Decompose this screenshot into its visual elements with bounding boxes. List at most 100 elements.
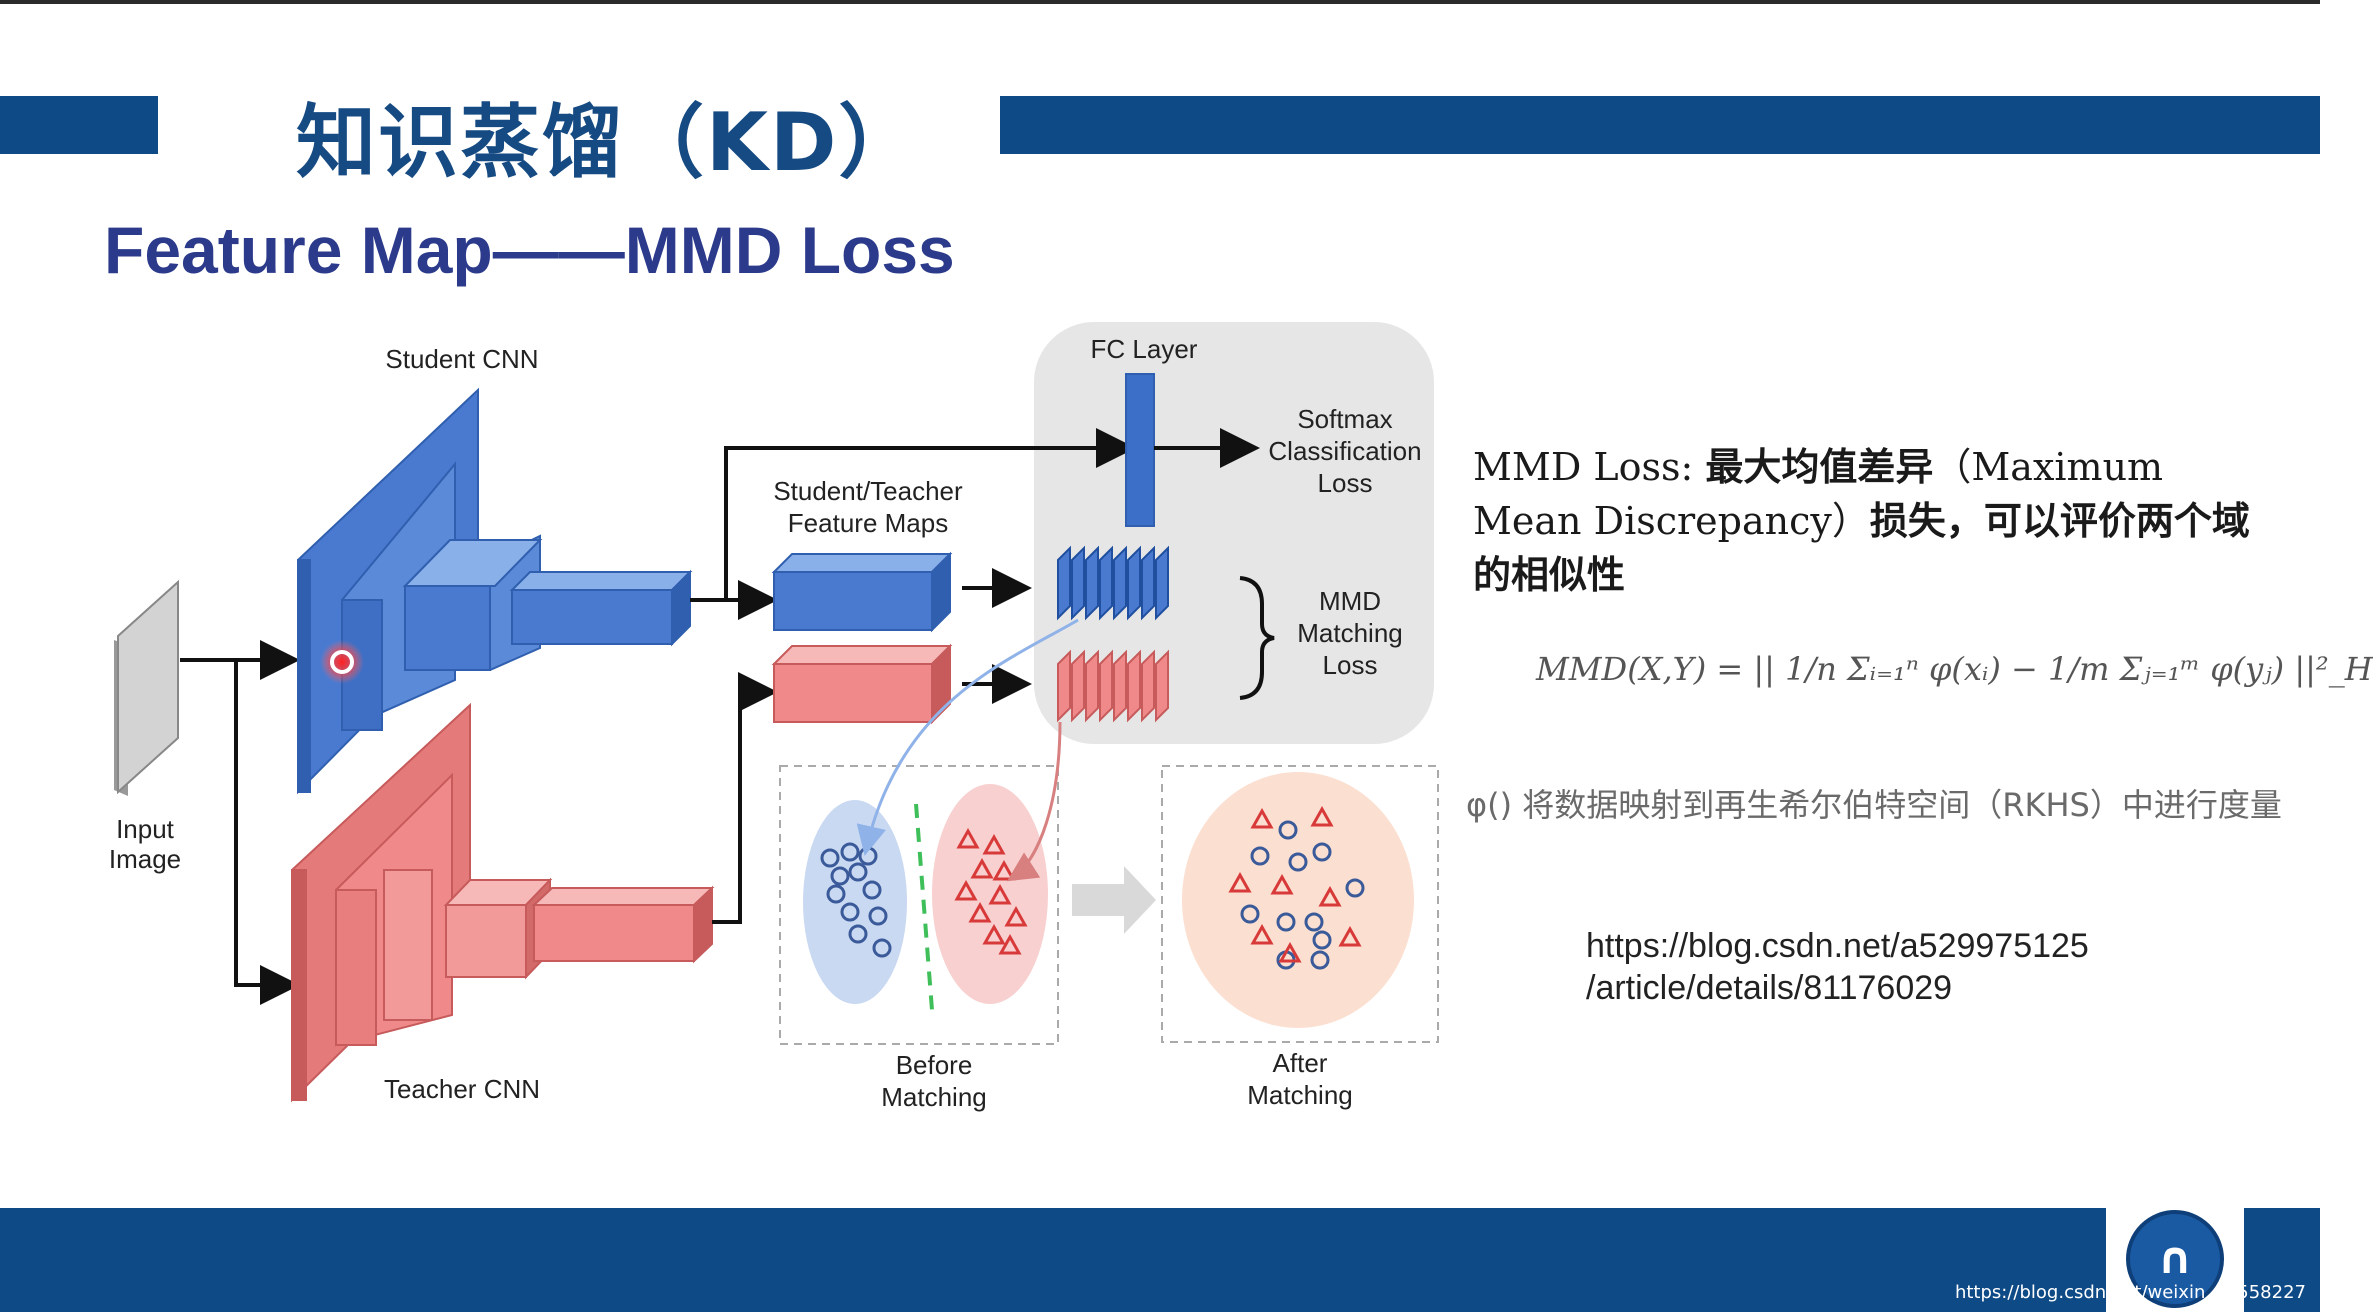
mmd-explanation: MMD Loss: 最大均值差异（Maximum Mean Discrepanc… bbox=[1473, 440, 2253, 602]
student-slice bbox=[1127, 545, 1141, 621]
matched-sample-circle bbox=[1276, 912, 1296, 932]
student-feature-slices bbox=[1057, 545, 1169, 621]
student-sample-circle bbox=[868, 906, 888, 926]
matched-sample-triangle bbox=[1318, 885, 1342, 907]
mmd-cn-2: 损失，可以评价两个域的相似性 bbox=[1473, 499, 2250, 597]
student-sample-circle bbox=[848, 862, 868, 882]
after-triangles bbox=[1228, 805, 1362, 963]
teacher-to-cluster-arrow bbox=[1006, 721, 1062, 882]
matched-sample-triangle bbox=[1270, 873, 1294, 895]
teacher-slice bbox=[1127, 649, 1141, 723]
matched-sample-triangle bbox=[1278, 941, 1302, 963]
student-slice bbox=[1085, 545, 1099, 621]
student-slice bbox=[1099, 545, 1113, 621]
teacher-slice bbox=[1155, 649, 1169, 723]
mmd-formula: MMD(X,Y) = || 1/n Σᵢ₌₁ⁿ φ(xᵢ) − 1/m Σⱼ₌₁… bbox=[1536, 650, 2373, 688]
network-output-arrows bbox=[690, 428, 1136, 924]
teacher-slice bbox=[1141, 649, 1155, 723]
watermark: https://blog.csdn.net/weixin_39558227 bbox=[1954, 1282, 2306, 1303]
mmd-cn-1: 最大均值差异 bbox=[1705, 445, 1934, 489]
kd-mmd-diagram: Input Image Student CNN Teacher CNN bbox=[109, 322, 1439, 1112]
title-band-left bbox=[0, 96, 158, 154]
student-sample-circle bbox=[820, 848, 840, 868]
matching-transition-arrow bbox=[1072, 866, 1156, 934]
after-matching-label-1: After bbox=[1273, 1048, 1328, 1078]
top-border-line bbox=[0, 0, 2320, 4]
student-slice bbox=[1071, 545, 1085, 621]
teacher-feature-slices bbox=[1057, 649, 1169, 723]
reference-url: https://blog.csdn.net/a529975125 /articl… bbox=[1586, 925, 2089, 1009]
reference-url-line-1: https://blog.csdn.net/a529975125 bbox=[1586, 927, 2089, 965]
matched-sample-circle bbox=[1310, 950, 1330, 970]
teacher-sample-triangle bbox=[982, 833, 1006, 855]
slide-subtitle: Feature Map——MMD Loss bbox=[104, 213, 955, 287]
student-sample-circle bbox=[826, 884, 846, 904]
input-arrows bbox=[180, 640, 300, 1005]
softmax-label-1: Softmax bbox=[1297, 404, 1392, 434]
mmd-loss-label-3: Loss bbox=[1323, 650, 1378, 680]
input-image-label-1: Input bbox=[116, 814, 175, 844]
before-student-cluster bbox=[803, 800, 907, 1004]
matched-sample-triangle bbox=[1338, 925, 1362, 947]
student-slice bbox=[1141, 545, 1155, 621]
feature-maps-label-2: Feature Maps bbox=[788, 508, 948, 538]
logo-glyph-icon: ∩ bbox=[2157, 1233, 2193, 1284]
matched-sample-triangle bbox=[1250, 807, 1274, 829]
teacher-cnn bbox=[291, 702, 715, 1103]
mmd-en: （Maximum Mean Discrepancy） bbox=[1473, 445, 2164, 543]
student-cnn bbox=[297, 387, 693, 795]
teacher-slice bbox=[1071, 649, 1085, 723]
phi-description: φ() 将数据映射到再生希尔伯特空间（RKHS）中进行度量 bbox=[1466, 786, 2282, 824]
student-sample-circle bbox=[848, 924, 868, 944]
before-matching-box bbox=[779, 765, 1059, 1045]
separator-line bbox=[914, 803, 934, 1011]
student-highlight-dot bbox=[330, 650, 354, 674]
feature-maps-label-1: Student/Teacher bbox=[773, 476, 963, 506]
matched-sample-circle bbox=[1288, 852, 1308, 872]
teacher-feature-map bbox=[771, 643, 953, 725]
teacher-sample-triangle bbox=[956, 827, 980, 849]
matched-sample-circle bbox=[1312, 842, 1332, 862]
mmd-loss-label-1: MMD bbox=[1319, 586, 1381, 616]
mmd-brace bbox=[1239, 576, 1275, 700]
title-band-right bbox=[1000, 96, 2320, 154]
teacher-sample-triangle bbox=[998, 933, 1022, 955]
reference-url-line-2: /article/details/81176029 bbox=[1586, 969, 1953, 1007]
mmd-prefix: MMD Loss: bbox=[1473, 445, 1706, 489]
student-slice bbox=[1057, 545, 1071, 621]
teacher-slice bbox=[1113, 649, 1127, 723]
university-logo: ∩ bbox=[2126, 1210, 2224, 1308]
teacher-sample-triangle bbox=[982, 923, 1006, 945]
before-matching-label-1: Before bbox=[896, 1050, 973, 1080]
input-image-label-2: Image bbox=[109, 844, 181, 874]
teacher-sample-triangle bbox=[968, 901, 992, 923]
matched-sample-circle bbox=[1304, 912, 1324, 932]
after-merged-cluster bbox=[1182, 772, 1414, 1028]
student-slice bbox=[1113, 545, 1127, 621]
footer-band bbox=[0, 1208, 2320, 1312]
teacher-sample-triangle bbox=[988, 883, 1012, 905]
teacher-cnn-label: Teacher CNN bbox=[384, 1074, 540, 1104]
matched-sample-triangle bbox=[1250, 923, 1274, 945]
before-matching-label-2: Matching bbox=[881, 1082, 987, 1112]
teacher-sample-triangle bbox=[970, 857, 994, 879]
matched-sample-triangle bbox=[1310, 805, 1334, 827]
student-sample-circle bbox=[862, 880, 882, 900]
fc-layer-bar bbox=[1125, 373, 1155, 527]
matched-sample-circle bbox=[1312, 930, 1332, 950]
teacher-sample-triangle bbox=[954, 879, 978, 901]
teacher-slice bbox=[1057, 649, 1071, 723]
matched-sample-circle bbox=[1250, 846, 1270, 866]
softmax-label-3: Loss bbox=[1318, 468, 1373, 498]
matched-sample-circle bbox=[1278, 820, 1298, 840]
student-sample-circle bbox=[840, 902, 860, 922]
softmax-label-2: Classification bbox=[1268, 436, 1421, 466]
before-triangles bbox=[954, 827, 1028, 955]
student-feature-map bbox=[771, 551, 953, 633]
matched-sample-circle bbox=[1240, 904, 1260, 924]
student-slice bbox=[1155, 545, 1169, 621]
after-matching-box bbox=[1161, 765, 1439, 1043]
before-teacher-cluster bbox=[932, 784, 1048, 1004]
matched-sample-circle bbox=[1345, 878, 1365, 898]
teacher-slice bbox=[1085, 649, 1099, 723]
